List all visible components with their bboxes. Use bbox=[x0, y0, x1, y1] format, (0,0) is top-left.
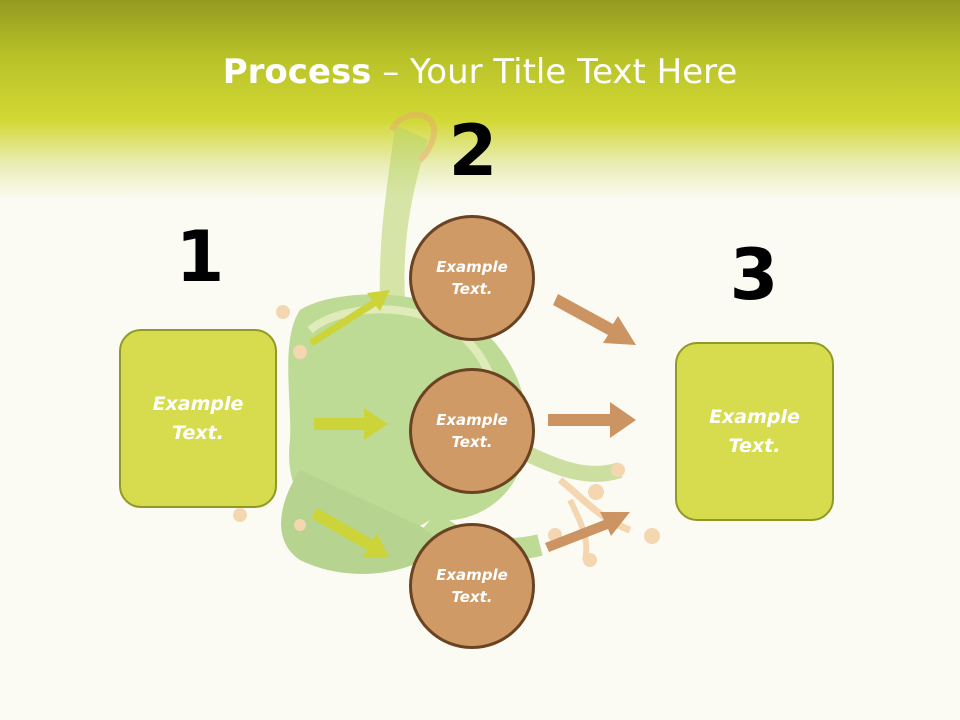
right-step-text: Example Text. bbox=[709, 406, 800, 457]
circle-step-middle: Example Text. bbox=[409, 368, 535, 494]
right-step-box: Example Text. bbox=[675, 342, 834, 521]
title-bold: Process bbox=[222, 52, 372, 92]
circle-text-middle: Example Text. bbox=[436, 410, 508, 452]
step-number-3: 3 bbox=[729, 234, 779, 316]
title-rest: – Your Title Text Here bbox=[371, 52, 738, 92]
slide-title: Process – Your Title Text Here bbox=[0, 52, 960, 92]
arrow-green-up bbox=[309, 290, 390, 346]
arrow-tan-up bbox=[545, 512, 630, 552]
circle-step-bottom: Example Text. bbox=[409, 523, 535, 649]
header-band bbox=[0, 0, 960, 200]
step-number-2: 2 bbox=[448, 110, 498, 192]
step-number-1: 1 bbox=[175, 216, 225, 298]
circle-text-top: Example Text. bbox=[436, 257, 508, 299]
arrow-green-right bbox=[314, 408, 388, 440]
arrow-green-down bbox=[311, 508, 389, 558]
left-step-box: Example Text. bbox=[119, 329, 277, 508]
circle-step-top: Example Text. bbox=[409, 215, 535, 341]
left-step-text: Example Text. bbox=[152, 393, 244, 444]
arrow-tan-down bbox=[553, 294, 636, 345]
arrow-tan-right bbox=[548, 402, 636, 438]
circle-text-bottom: Example Text. bbox=[436, 565, 508, 607]
